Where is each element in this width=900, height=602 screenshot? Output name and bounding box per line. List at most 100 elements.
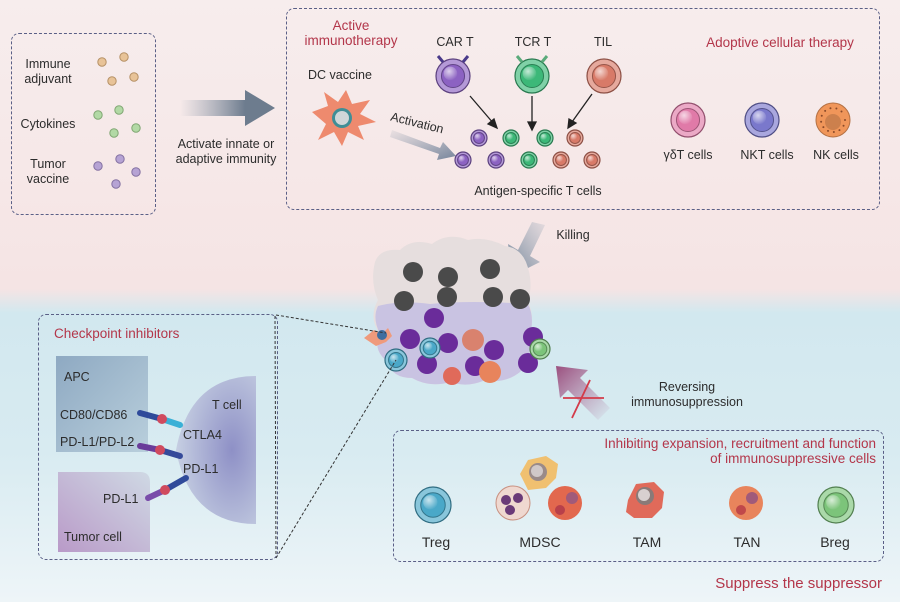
tcr-t-label: TCR T	[514, 35, 552, 49]
particle	[131, 123, 141, 133]
tumor-tan	[479, 361, 501, 383]
checkpoint-title: Checkpoint inhibitors	[54, 326, 180, 341]
breg-cell	[817, 486, 855, 524]
apc-block	[56, 356, 148, 452]
engineered-t-cells	[435, 55, 622, 94]
tumor-breg	[529, 338, 551, 360]
tumor-cell-dead	[403, 262, 423, 282]
antigen-t-cell	[454, 151, 472, 169]
til-label: TIL	[593, 35, 613, 49]
breg-label: Breg	[820, 534, 850, 550]
pdl1-pdl2-label: PD-L1/PD-L2	[60, 435, 135, 449]
tumor-cell-label: Tumor cell	[64, 530, 122, 544]
tumor-cell	[484, 340, 504, 360]
antigen-t-cell	[502, 129, 520, 147]
tumor-cell	[438, 333, 458, 353]
particle	[93, 110, 103, 120]
checkpoint-illustration	[56, 356, 256, 552]
tumor-cell	[417, 354, 437, 374]
mdsc-cell	[495, 485, 531, 521]
particle	[107, 76, 117, 86]
adoptive-cell	[670, 102, 706, 138]
tumor-cell-dead	[510, 289, 530, 309]
tumor-cell	[424, 308, 444, 328]
antigen-t-cell	[487, 151, 505, 169]
reversing-label: Reversing immunosuppression	[631, 380, 743, 409]
particle	[131, 167, 141, 177]
therapy-box	[286, 8, 880, 210]
antigen-specific-label: Antigen-specific T cells	[474, 184, 602, 198]
tumor-vaccine-label: Tumor vaccine	[26, 157, 70, 186]
pdl1-tcell-label: PD-L1	[183, 462, 219, 476]
suppressive-title: Inhibiting expansion, recruitment and fu…	[604, 436, 876, 466]
tumor-treg	[419, 337, 441, 359]
pdl1-tumor-label: PD-L1	[103, 492, 139, 506]
t-cell-label: T cell	[212, 398, 242, 412]
particle	[93, 161, 103, 171]
antigen-t-cell	[520, 151, 538, 169]
car-t-label: CAR T	[436, 35, 474, 49]
tumor-mass	[364, 236, 551, 385]
engineered-cell-til	[586, 58, 622, 94]
checkpoint-box	[38, 314, 278, 560]
nkt-label: NKT cells	[740, 148, 794, 162]
engineered-cell-car-t	[435, 55, 471, 94]
particle	[115, 154, 125, 164]
mdsc-label: MDSC	[519, 534, 561, 550]
antigen-specific-t-cells	[454, 129, 601, 169]
tumor-cell	[400, 329, 420, 349]
active-immunotherapy-title: Active immunotherapy	[304, 18, 398, 48]
tumor-cell-dead	[394, 291, 414, 311]
antigen-t-cell	[583, 151, 601, 169]
activate-label: Activate innate or adaptive immunity	[175, 137, 277, 166]
reversing-arrow	[556, 366, 610, 420]
particle	[97, 57, 107, 67]
antigen-t-cell	[552, 151, 570, 169]
tumor-cell-block	[58, 472, 150, 552]
tumor-tam	[443, 367, 461, 385]
antigen-t-cell	[566, 129, 584, 147]
inputs-box	[11, 33, 156, 215]
input-particles	[93, 52, 141, 189]
zoom-lines	[274, 314, 397, 559]
gd-t-label: γδT cells	[663, 148, 713, 162]
cytokines-label: Cytokines	[20, 117, 76, 131]
treg-label: Treg	[421, 534, 451, 550]
convergence-arrows	[469, 93, 593, 132]
particle	[129, 72, 139, 82]
mdsc-cell	[548, 486, 582, 520]
nk-label: NK cells	[813, 148, 859, 162]
apc-label: APC	[64, 370, 90, 384]
nk-cell	[815, 102, 851, 138]
ctla4-label: CTLA4	[183, 428, 222, 442]
particle	[109, 128, 119, 138]
treg-cell	[414, 486, 452, 524]
inhibitor-star-icon	[155, 414, 170, 495]
tumor-cell-dead	[483, 287, 503, 307]
suppressive-box	[393, 430, 884, 562]
suppress-footer: Suppress the suppressor	[715, 575, 882, 592]
antigen-t-cell	[536, 129, 554, 147]
tumor-cell-dead	[480, 259, 500, 279]
t-cell-block	[176, 376, 256, 524]
tumor-cell	[518, 353, 538, 373]
killing-label: Killing	[556, 228, 590, 242]
tumor-mdsc	[462, 329, 484, 351]
activation-arrow	[390, 130, 456, 160]
tam-cell	[626, 482, 664, 518]
tam-label: TAM	[632, 534, 662, 550]
activate-arrow	[180, 90, 275, 126]
particle	[119, 52, 129, 62]
particle	[114, 105, 124, 115]
suppressive-cells	[414, 456, 855, 524]
immune-adjuvant-label: Immune adjuvant	[24, 57, 72, 86]
antigen-t-cell	[470, 129, 488, 147]
tumor-cell-dead	[438, 267, 458, 287]
tan-cell	[729, 486, 763, 520]
dc-vaccine-cell	[312, 90, 376, 146]
cd80-label: CD80/CD86	[60, 408, 128, 422]
adoptive-title: Adoptive cellular therapy	[706, 35, 854, 50]
particle	[111, 179, 121, 189]
adoptive-cell	[744, 102, 780, 138]
